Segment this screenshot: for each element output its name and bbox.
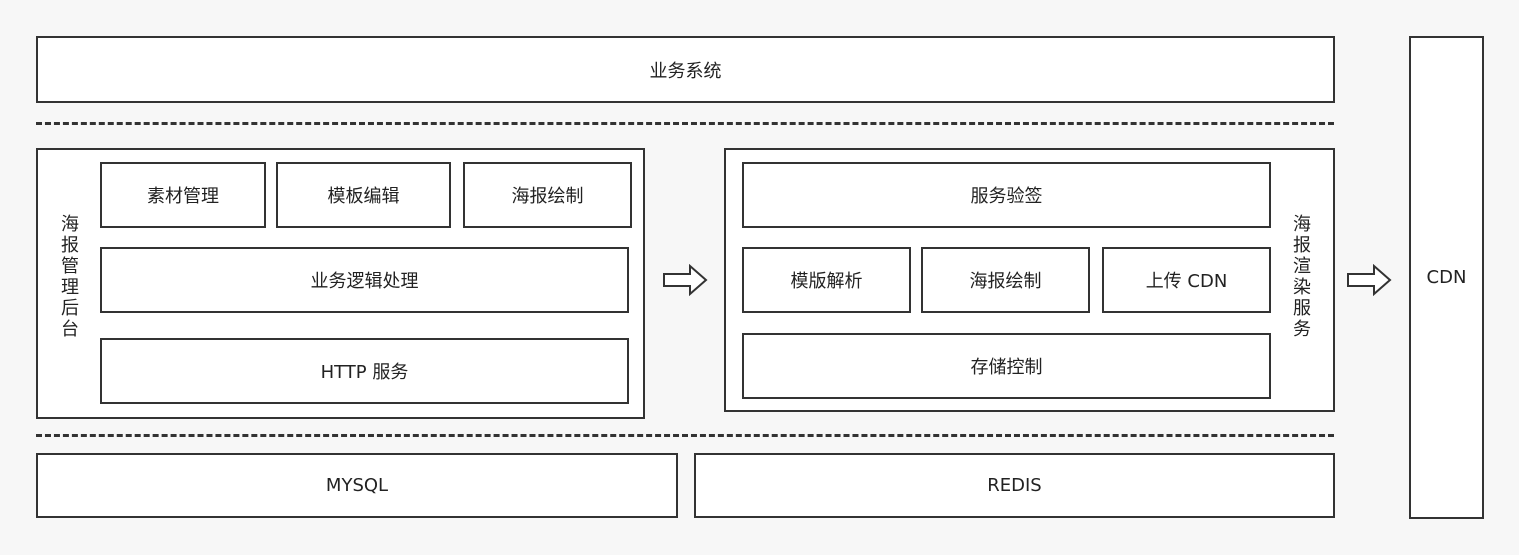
template-parse-box: 模版解析	[742, 247, 911, 313]
poster-admin-title-char: 报	[61, 235, 79, 256]
business-system-box: 业务系统	[36, 36, 1335, 103]
business-logic-box: 业务逻辑处理	[100, 247, 629, 313]
business-system-label: 业务系统	[649, 60, 722, 82]
redis-label: REDIS	[987, 475, 1042, 496]
redis-box: REDIS	[694, 453, 1335, 518]
storage-control-box: 存储控制	[742, 333, 1271, 399]
poster-render-title-char: 渲	[1293, 256, 1311, 277]
upload-cdn-label: 上传 CDN	[1145, 271, 1228, 292]
upload-cdn-box: 上传 CDN	[1102, 247, 1271, 313]
poster-render-title-char: 服	[1293, 298, 1311, 319]
poster-render-title-char: 务	[1293, 319, 1311, 340]
cdn-label: CDN	[1426, 267, 1467, 288]
render-poster-draw-label: 海报绘制	[969, 271, 1042, 292]
poster-admin-title-char: 理	[61, 277, 79, 298]
material-management-box: 素材管理	[100, 162, 266, 228]
template-edit-box: 模板编辑	[276, 162, 451, 228]
template-parse-label: 模版解析	[790, 271, 863, 292]
poster-admin-title-char: 管	[61, 256, 79, 277]
mysql-box: MYSQL	[36, 453, 678, 518]
mysql-label: MYSQL	[325, 475, 389, 496]
bottom-divider	[36, 434, 1334, 437]
admin-poster-draw-box: 海报绘制	[463, 162, 632, 228]
poster-admin-title-char: 后	[61, 298, 79, 319]
poster-admin-title-char: 海	[61, 214, 79, 235]
arrow-right-icon	[1347, 264, 1392, 296]
top-divider	[36, 122, 1334, 125]
service-verify-label: 服务验签	[970, 186, 1043, 207]
cdn-box: CDN	[1409, 36, 1484, 519]
arrow-right-icon	[663, 264, 708, 296]
admin-poster-draw-label: 海报绘制	[511, 186, 584, 207]
business-logic-label: 业务逻辑处理	[310, 271, 419, 292]
material-management-label: 素材管理	[147, 186, 219, 207]
poster-render-title-char: 海	[1293, 214, 1311, 235]
template-edit-label: 模板编辑	[327, 186, 400, 207]
poster-render-title-char: 染	[1293, 277, 1311, 298]
poster-render-title-char: 报	[1293, 235, 1311, 256]
http-service-box: HTTP 服务	[100, 338, 629, 404]
service-verify-box: 服务验签	[742, 162, 1271, 228]
render-poster-draw-box: 海报绘制	[921, 247, 1090, 313]
storage-control-label: 存储控制	[970, 357, 1043, 378]
poster-render-title: 海 报 渲 染 服 务	[1290, 214, 1314, 340]
poster-admin-title: 海 报 管 理 后 台	[58, 214, 82, 340]
poster-admin-title-char: 台	[61, 319, 79, 340]
http-service-label: HTTP 服务	[320, 362, 409, 383]
